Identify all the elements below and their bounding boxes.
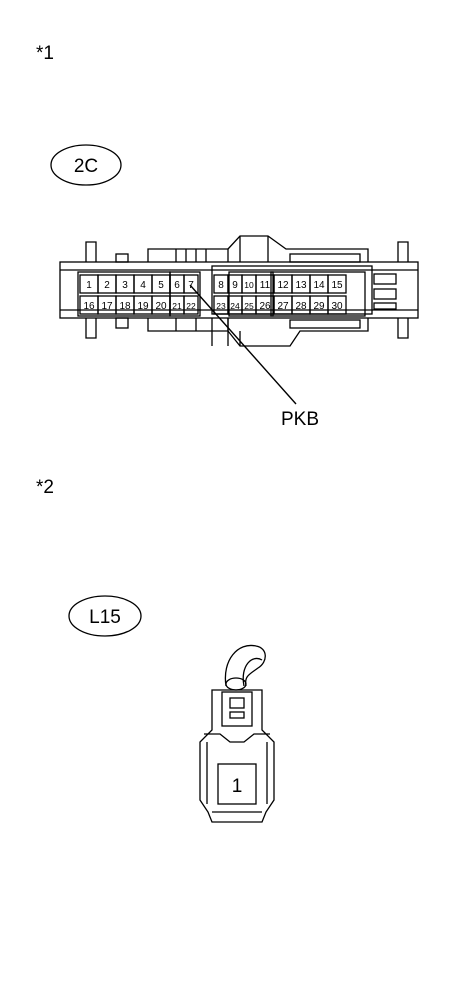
connector-2c-code-text: 2C xyxy=(74,156,98,177)
note-2-label: *2 xyxy=(36,477,54,498)
cavity-number-5: 5 xyxy=(158,280,164,291)
cavity-number-12: 12 xyxy=(277,280,289,291)
cavity-number-9: 9 xyxy=(232,280,238,291)
cavity-number-14: 14 xyxy=(313,280,325,291)
cavity-number-28: 28 xyxy=(295,301,307,312)
connector-l15-code-badge: L15 xyxy=(68,595,142,637)
cavity-number-13: 13 xyxy=(295,280,307,291)
cavity-number-19: 19 xyxy=(137,301,149,312)
cavity-number-26: 26 xyxy=(259,301,271,312)
cavity-number-24: 24 xyxy=(230,301,240,311)
connector-l15-pin-1: 1 xyxy=(232,776,243,797)
cavity-number-20: 20 xyxy=(155,301,167,312)
connector-2c-code-badge: 2C xyxy=(50,144,122,186)
cavity-number-4: 4 xyxy=(140,280,146,291)
cavity-number-17: 17 xyxy=(101,301,113,312)
cavity-block-frame xyxy=(169,271,201,317)
cavity-cell xyxy=(327,295,347,315)
cavity-number-30: 30 xyxy=(331,301,343,312)
cavity-number-16: 16 xyxy=(83,301,95,312)
cavity-number-10: 10 xyxy=(244,280,254,290)
connector-l15-body: 1 xyxy=(199,644,275,823)
cavity-number-1: 1 xyxy=(86,280,92,291)
cavity-block-frame xyxy=(270,271,366,317)
pkb-leader-line xyxy=(189,284,297,405)
cavity-number-22: 22 xyxy=(186,301,196,311)
cavity-block-frame xyxy=(228,271,274,317)
cavity-number-18: 18 xyxy=(119,301,131,312)
cavity-cell xyxy=(183,295,199,315)
cavity-number-11: 11 xyxy=(260,280,271,291)
pkb-callout-label: PKB xyxy=(281,409,319,430)
cavity-number-27: 27 xyxy=(277,301,289,312)
cavity-number-3: 3 xyxy=(122,280,128,291)
cavity-number-2: 2 xyxy=(104,280,110,291)
cavity-cell xyxy=(183,274,199,294)
cavity-number-6: 6 xyxy=(174,280,180,291)
cavity-number-21: 21 xyxy=(172,301,182,311)
cavity-number-23: 23 xyxy=(216,301,226,311)
cavity-cell xyxy=(327,274,347,294)
cavity-number-8: 8 xyxy=(218,280,224,291)
cavity-number-25: 25 xyxy=(244,301,254,311)
cavity-number-29: 29 xyxy=(313,301,325,312)
connector-2c-body xyxy=(59,235,419,347)
note-1-label: *1 xyxy=(36,43,54,64)
cavity-number-15: 15 xyxy=(331,280,343,291)
connector-l15-code-text: L15 xyxy=(89,607,121,628)
